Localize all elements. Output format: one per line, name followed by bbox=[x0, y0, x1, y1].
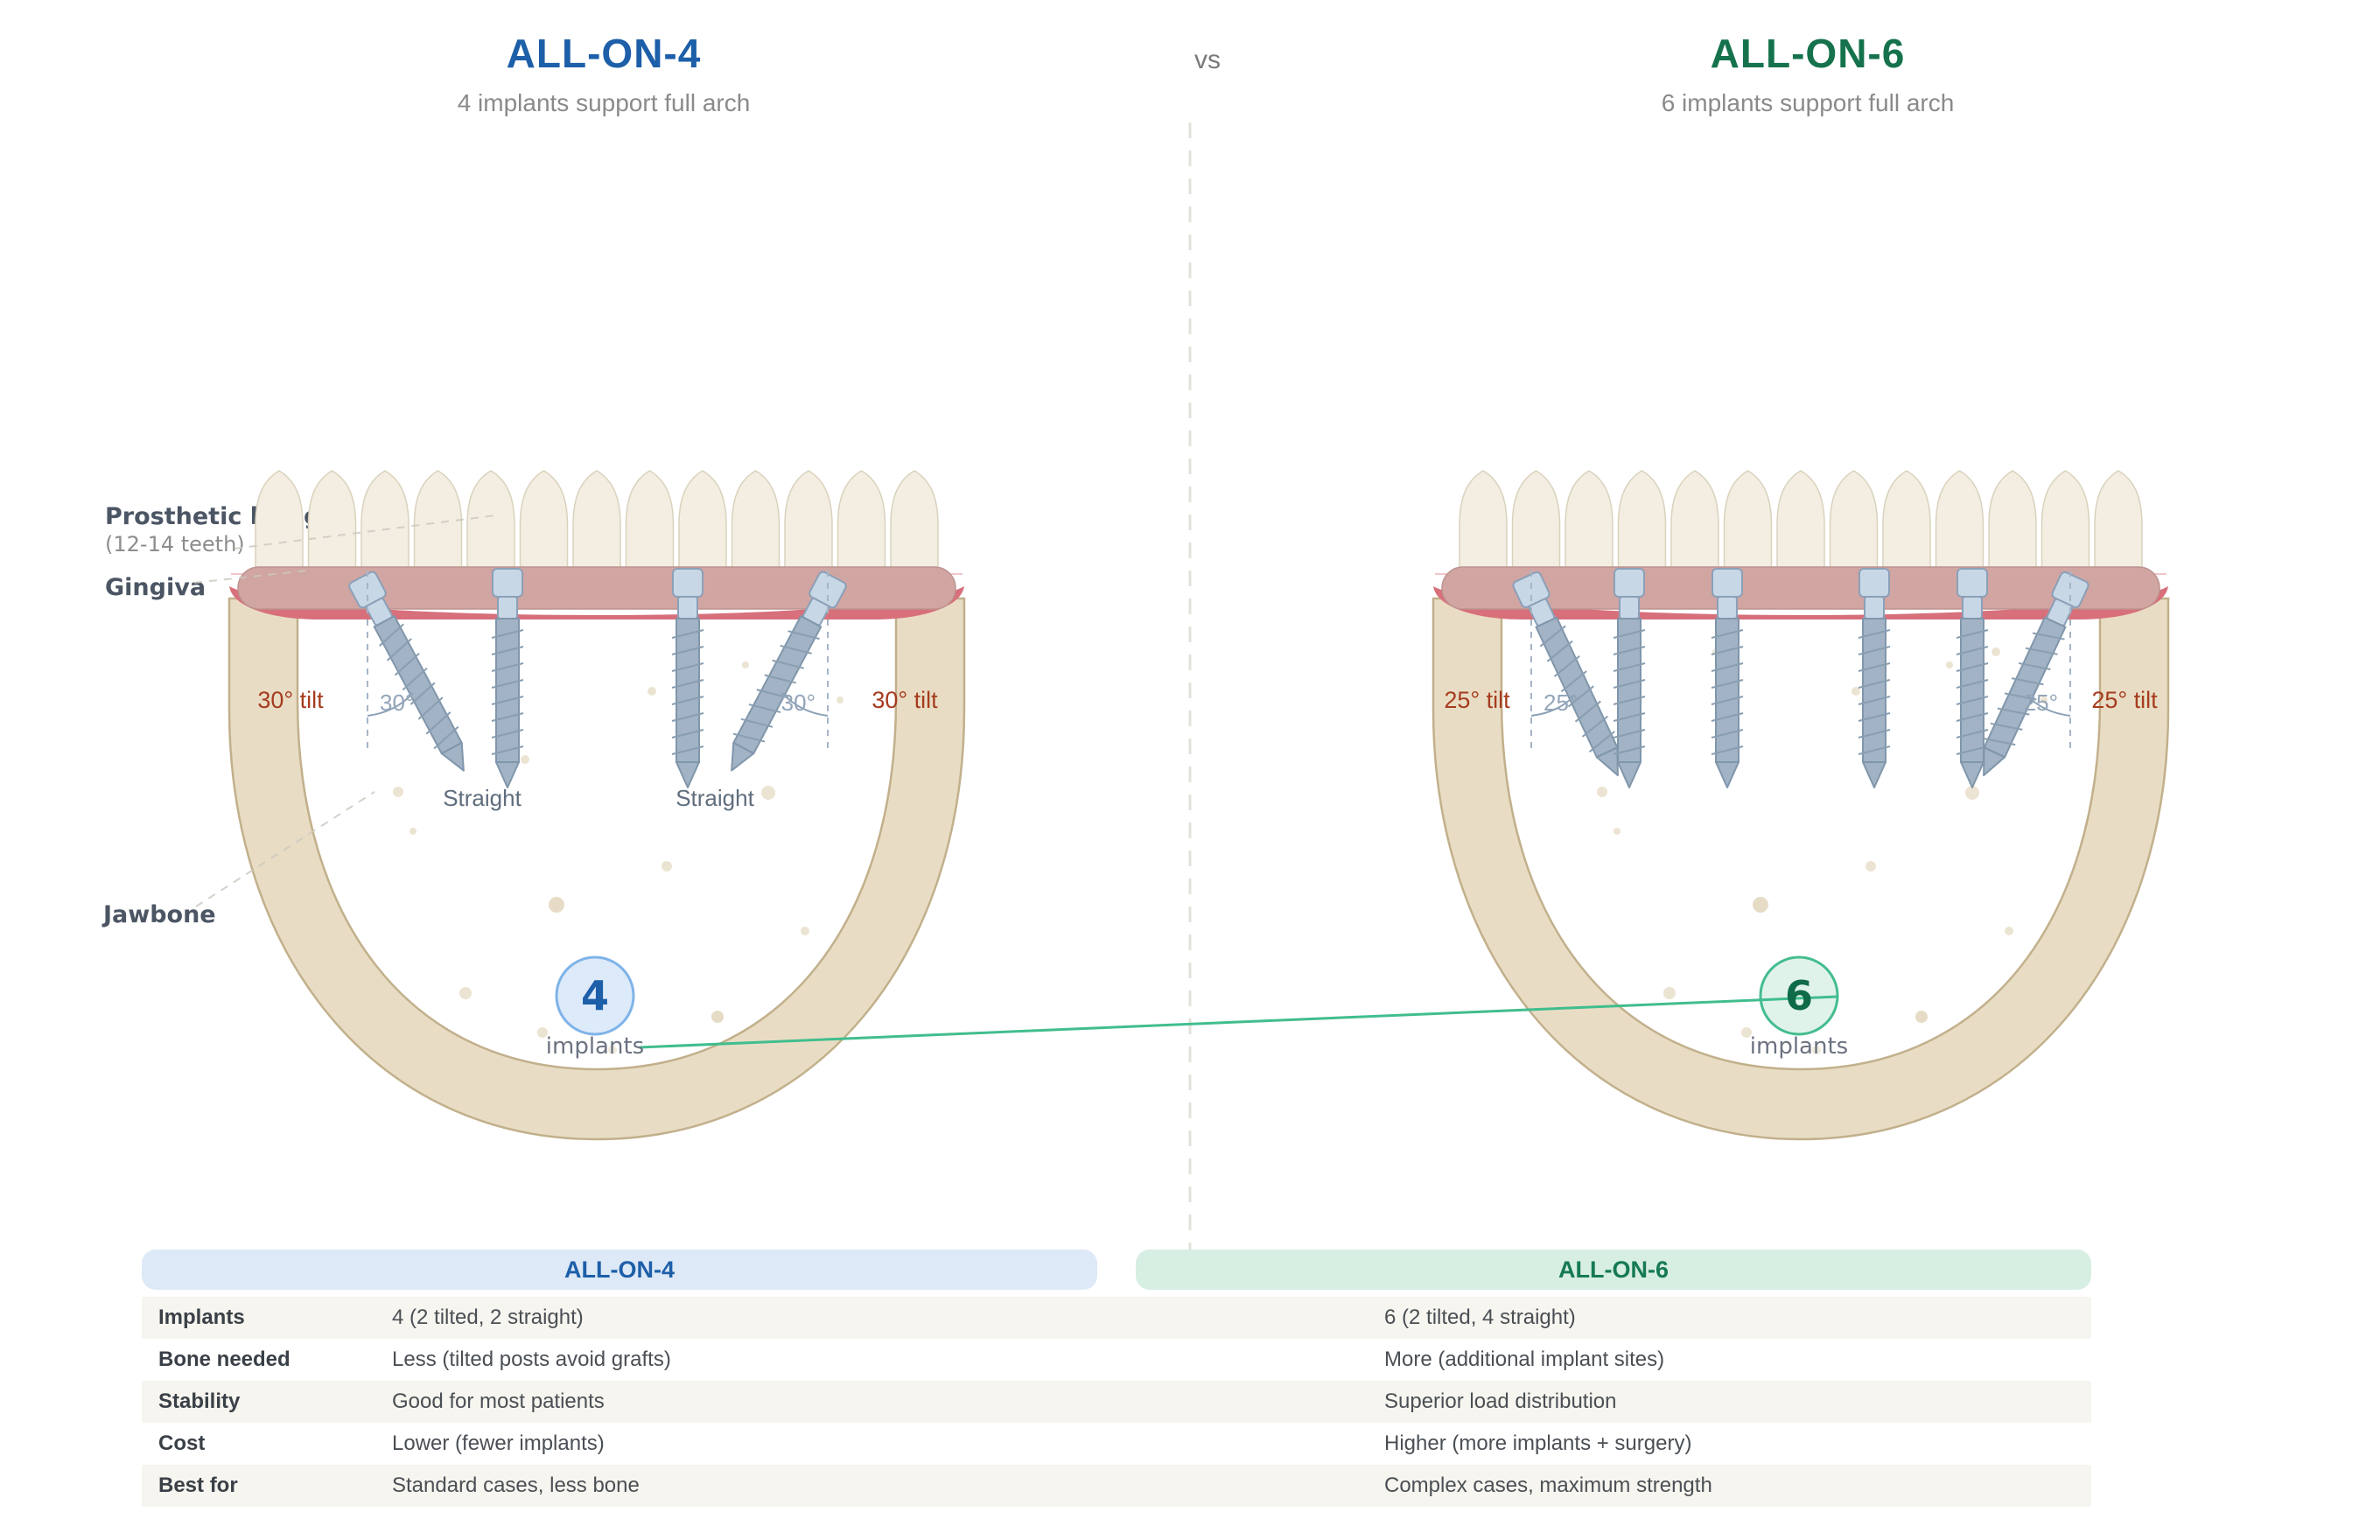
tilt-label-left: 30° tilt bbox=[257, 687, 324, 713]
angle-value-right: 30° bbox=[781, 690, 816, 716]
angle-value-right: 25° bbox=[2024, 690, 2058, 716]
row-label: Bone needed bbox=[158, 1348, 290, 1371]
gingiva-leader bbox=[193, 570, 309, 584]
row-value-allon4: Good for most patients bbox=[392, 1390, 605, 1413]
left-title: ALL-ON-4 bbox=[506, 31, 702, 76]
row-value-allon4: Less (tilted posts avoid grafts) bbox=[392, 1348, 671, 1371]
row-label: Cost bbox=[158, 1432, 206, 1455]
vs-label: vs bbox=[1194, 46, 1221, 74]
badge-caption-right: implants bbox=[1750, 1033, 1848, 1060]
row-label: Implants bbox=[158, 1306, 245, 1329]
row-label: Best for bbox=[158, 1474, 238, 1497]
all-on-6-diagram: 25° 25° 25° tilt 25° tilt bbox=[1433, 471, 2168, 1139]
table-row-bone-needed: Bone needed Less (tilted posts avoid gra… bbox=[142, 1339, 2091, 1381]
row-value-allon6: More (additional implant sites) bbox=[1384, 1348, 1665, 1371]
row-value-allon6: 6 (2 tilted, 4 straight) bbox=[1384, 1306, 1576, 1329]
implant-count-badge-left bbox=[555, 956, 635, 1036]
badge-connector-line bbox=[639, 995, 1839, 1049]
row-value-allon4: Lower (fewer implants) bbox=[392, 1432, 605, 1455]
row-value-allon6: Higher (more implants + surgery) bbox=[1384, 1432, 1692, 1455]
gingiva-label: Gingiva bbox=[105, 574, 206, 601]
angle-arc bbox=[1530, 694, 1576, 717]
left-subtitle: 4 implants support full arch bbox=[457, 89, 751, 116]
angle-arc bbox=[781, 692, 829, 717]
row-value-allon4: Standard cases, less bone bbox=[392, 1474, 640, 1497]
angle-arc bbox=[367, 692, 414, 717]
row-value-allon6: Complex cases, maximum strength bbox=[1384, 1474, 1712, 1497]
right-title: ALL-ON-6 bbox=[1710, 31, 1906, 76]
comparison-table: ALL-ON-4 ALL-ON-6 Implants 4 (2 tilted, … bbox=[142, 1250, 2091, 1507]
row-value-allon4: 4 (2 tilted, 2 straight) bbox=[392, 1306, 584, 1329]
jawbone-leader bbox=[195, 791, 375, 907]
tilt-label-right: 30° tilt bbox=[872, 687, 938, 713]
row-value-allon6: Superior load distribution bbox=[1384, 1390, 1617, 1413]
table-row-implants: Implants 4 (2 tilted, 2 straight) 6 (2 t… bbox=[142, 1297, 2091, 1339]
straight-label: Straight bbox=[676, 785, 754, 811]
table-header-allon6: ALL-ON-6 bbox=[1136, 1250, 2091, 1290]
tilt-label-right: 25° tilt bbox=[2091, 687, 2158, 713]
right-subtitle: 6 implants support full arch bbox=[1661, 89, 1955, 116]
badge-value-left: 4 bbox=[581, 972, 609, 1019]
badge-caption-left: implants bbox=[546, 1033, 644, 1060]
table-header-allon4: ALL-ON-4 bbox=[142, 1250, 1097, 1290]
badge-value-right: 6 bbox=[1785, 972, 1813, 1019]
straight-label: Straight bbox=[443, 785, 522, 811]
angle-arc bbox=[2026, 694, 2071, 717]
table-row-stability: Stability Good for most patients Superio… bbox=[142, 1381, 2091, 1423]
table-row-best-for: Best for Standard cases, less bone Compl… bbox=[142, 1465, 2091, 1507]
row-label: Stability bbox=[158, 1390, 241, 1413]
angle-value-left: 25° bbox=[1544, 690, 1578, 716]
all-on-4-diagram: 30° 30° 30° tilt 30° tilt Straight Strai… bbox=[229, 471, 964, 1139]
table-row-cost: Cost Lower (fewer implants) Higher (more… bbox=[142, 1423, 2091, 1465]
prosthetic-bridge-sublabel: (12-14 teeth) bbox=[105, 532, 245, 556]
tilt-label-left: 25° tilt bbox=[1444, 687, 1510, 713]
angle-value-left: 30° bbox=[380, 690, 414, 716]
